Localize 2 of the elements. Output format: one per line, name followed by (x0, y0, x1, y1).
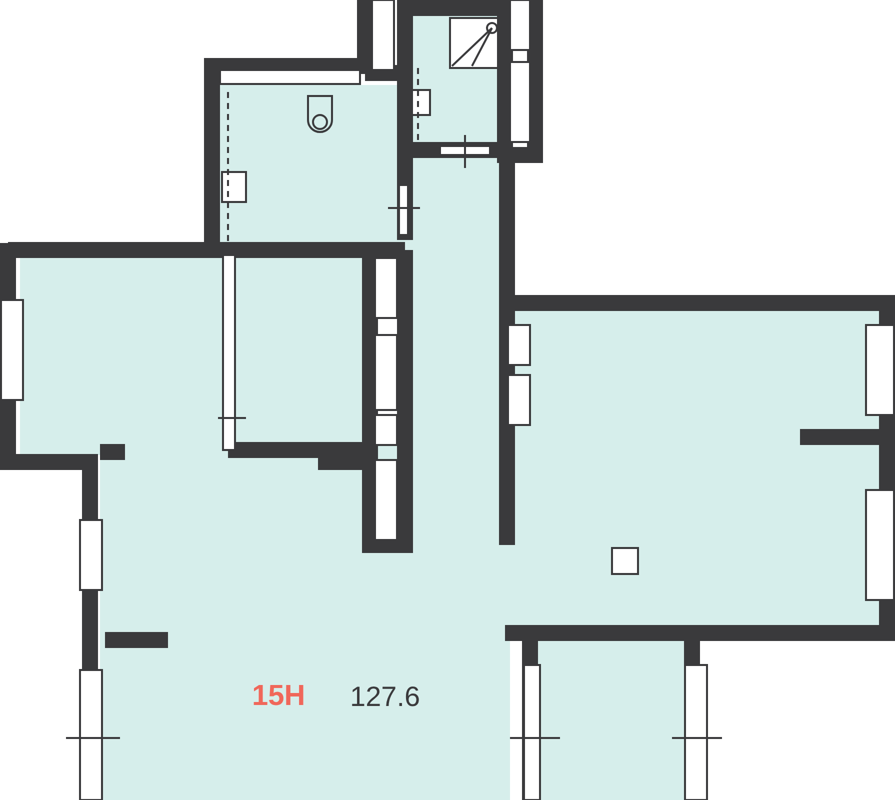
area-value: 127.6 (350, 683, 420, 711)
unit-number: 15H (252, 682, 306, 711)
